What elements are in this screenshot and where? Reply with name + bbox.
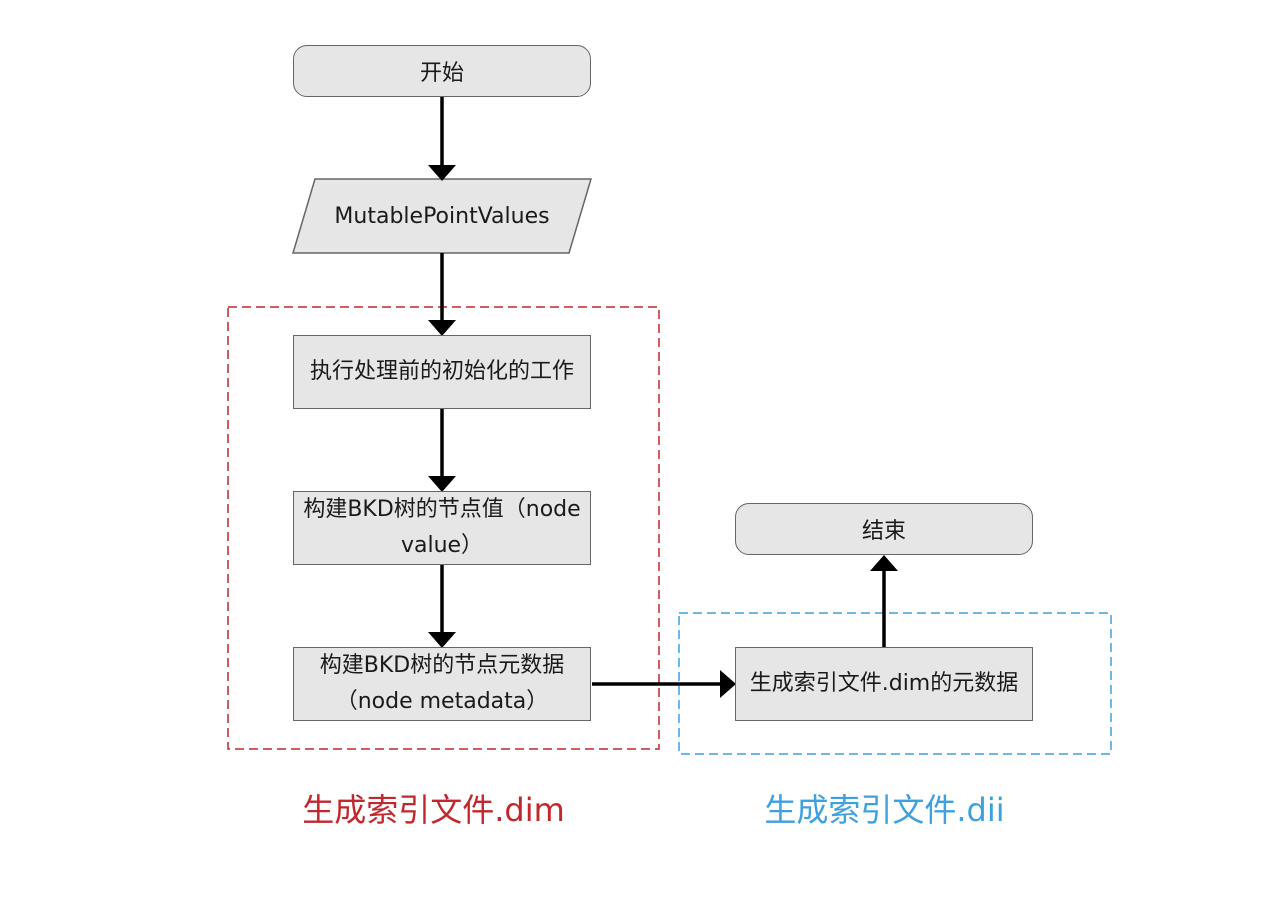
connector-value-to-metadata: [428, 565, 456, 648]
init-node: 执行处理前的初始化的工作: [293, 335, 591, 409]
end-node: 结束: [735, 503, 1033, 555]
node-value-label: 构建BKD树的节点值（node value）: [303, 497, 581, 558]
node-metadata-label: 构建BKD树的节点元数据（node metadata）: [319, 653, 565, 714]
connector-input-to-init: [428, 253, 456, 336]
dim-metadata-node: 生成索引文件.dim的元数据: [735, 647, 1033, 721]
dii-group-border: [678, 612, 1112, 755]
input-node-label: MutablePointValues: [334, 203, 550, 229]
start-node: 开始: [293, 45, 591, 97]
connector-start-to-input: [428, 97, 456, 181]
input-node: MutablePointValues: [293, 179, 591, 253]
end-node-label: 结束: [861, 519, 906, 544]
input-node-shape: [291, 178, 593, 254]
init-node-label: 执行处理前的初始化的工作: [309, 359, 574, 384]
connector-dim-to-end: [870, 555, 898, 648]
node-value-node: 构建BKD树的节点值（node value）: [293, 491, 591, 565]
node-metadata-node: 构建BKD树的节点元数据（node metadata）: [293, 647, 591, 721]
connector-init-to-value: [428, 409, 456, 492]
connector-metadata-to-dim: [592, 670, 736, 698]
start-node-label: 开始: [419, 61, 464, 86]
dii-group-label: 生成索引文件.dii: [764, 791, 1005, 829]
dim-metadata-label: 生成索引文件.dim的元数据: [749, 671, 1019, 696]
dim-group-label: 生成索引文件.dim: [302, 791, 565, 829]
